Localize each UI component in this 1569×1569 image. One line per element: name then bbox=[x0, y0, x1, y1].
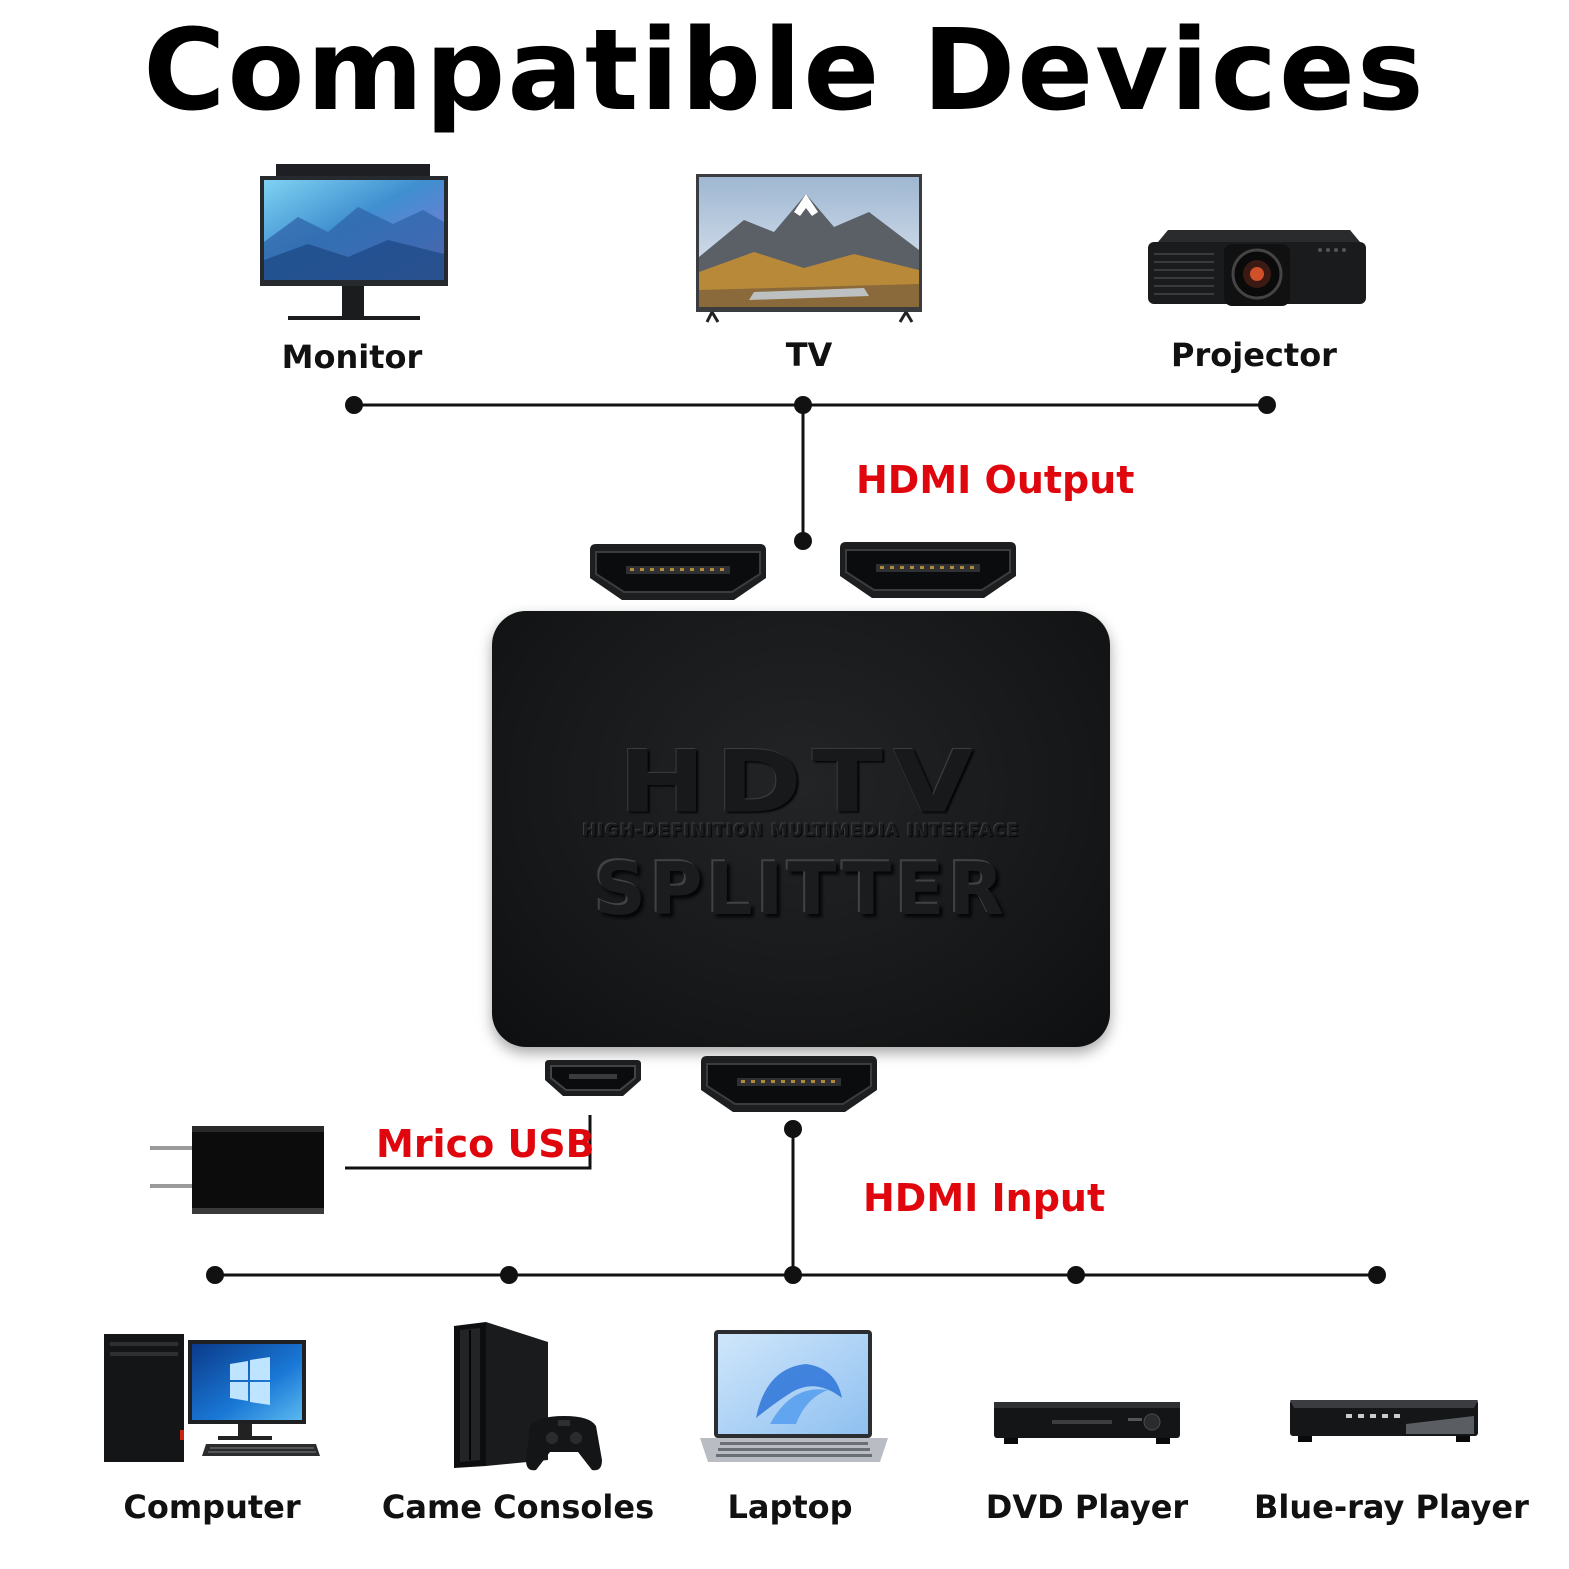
hdmi-splitter: HDTV HIGH-DEFINITION MULTIMEDIA INTERFAC… bbox=[492, 611, 1110, 1047]
monitor-label: Monitor bbox=[281, 338, 423, 376]
usb-power-adapter-icon bbox=[148, 1124, 328, 1216]
computer-label: Computer bbox=[123, 1488, 301, 1526]
hdmi-port-icon bbox=[836, 540, 1020, 602]
page-title: Compatible Devices bbox=[143, 6, 1426, 136]
dvd-player-label: DVD Player bbox=[985, 1488, 1189, 1526]
game-console-icon bbox=[446, 1320, 606, 1474]
dvd-player-icon bbox=[992, 1398, 1182, 1448]
hdmi-output-label: HDMI Output bbox=[856, 458, 1135, 502]
tv-label: TV bbox=[785, 336, 833, 374]
hdmi-input-label: HDMI Input bbox=[863, 1176, 1106, 1220]
computer-icon bbox=[100, 1330, 324, 1466]
projector-label: Projector bbox=[1171, 336, 1337, 374]
laptop-label: Laptop bbox=[727, 1488, 853, 1526]
game-consoles-label: Came Consoles bbox=[381, 1488, 655, 1526]
splitter-logo: HDTV bbox=[618, 731, 984, 833]
monitor-icon bbox=[258, 162, 450, 324]
projector-icon bbox=[1144, 224, 1370, 310]
bluray-player-label: Blue-ray Player bbox=[1254, 1488, 1529, 1526]
micro-usb-port-icon bbox=[543, 1058, 643, 1100]
micro-usb-label: Mrico USB bbox=[376, 1122, 595, 1166]
hdmi-port-icon bbox=[697, 1054, 881, 1116]
splitter-subtitle: HIGH-DEFINITION MULTIMEDIA INTERFACE bbox=[582, 821, 1020, 841]
splitter-product-name: SPLITTER bbox=[594, 847, 1008, 931]
laptop-icon bbox=[696, 1328, 892, 1468]
bluray-player-icon bbox=[1288, 1394, 1480, 1446]
hdmi-port-icon bbox=[586, 542, 770, 604]
tv-icon bbox=[694, 172, 924, 324]
